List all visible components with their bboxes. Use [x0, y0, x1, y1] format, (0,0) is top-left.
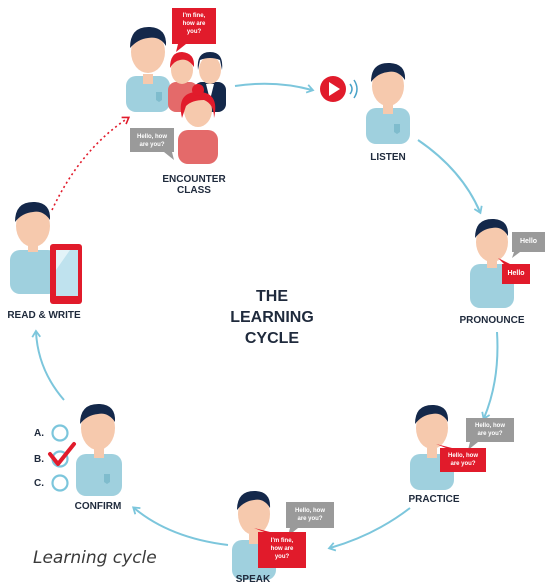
- bubble-practice-gray: Hello, how are you?: [466, 422, 514, 438]
- arrow-speak-to-confirm: [131, 506, 229, 546]
- listen-group: [320, 62, 410, 144]
- bubble-text: are you?: [450, 461, 476, 467]
- person-encounter-man: [126, 26, 170, 112]
- figure-caption: Learning cycle: [33, 548, 157, 568]
- stage-label-text: ENCOUNTER: [162, 174, 226, 185]
- stage-label-listen: LISTEN: [370, 152, 406, 163]
- bubble-text: Hello, how: [295, 508, 325, 514]
- bubble-encounter-gray: Hello, how are you?: [130, 133, 174, 149]
- person-read-write: [10, 201, 58, 294]
- stage-label-pronounce: PRONOUNCE: [459, 315, 525, 326]
- arrow-practice-to-speak: [327, 507, 411, 552]
- stage-label-confirm: CONFIRM: [74, 501, 122, 512]
- stage-label-encounter: ENCOUNTER CLASS: [154, 174, 234, 196]
- quiz-option-c: C.: [34, 478, 44, 489]
- arrow-confirm-to-read: [31, 329, 65, 401]
- stage-label-read-write: READ & WRITE: [7, 310, 81, 321]
- arrow-listen-to-pronounce: [417, 139, 483, 215]
- bubble-text: I'm fine,: [182, 13, 206, 19]
- bubble-text: are you?: [139, 142, 165, 148]
- bubble-text: I'm fine,: [270, 538, 294, 544]
- center-title-line: THE: [256, 288, 288, 305]
- person-confirm: [76, 403, 122, 496]
- bubble-pronounce-gray: Hello: [519, 238, 538, 245]
- tablet-icon: [50, 244, 82, 304]
- pronounce-group: [470, 218, 545, 308]
- stage-label-practice: PRACTICE: [408, 494, 460, 505]
- bubble-pronounce-red: Hello: [507, 270, 525, 277]
- bubble-text: Hello, how: [137, 134, 167, 140]
- sound-wave-icon: [349, 79, 358, 99]
- person-listen: [366, 62, 410, 144]
- option-a-circle: [51, 424, 69, 442]
- speak-group: [232, 490, 334, 580]
- bubble-text: how are: [182, 21, 206, 27]
- bubble-practice-red: Hello, how are you?: [440, 452, 486, 468]
- stage-label-text: CLASS: [177, 185, 211, 196]
- bubble-text: how are: [270, 546, 294, 552]
- bubble-encounter-red: I'm fine, how are you?: [172, 12, 216, 36]
- checkmark-icon: [48, 442, 76, 466]
- arrow-pronounce-to-practice: [481, 331, 499, 421]
- bubble-text: Hello, how: [448, 453, 478, 459]
- bubble-text: Hello, how: [475, 423, 505, 429]
- confirm-group: [48, 403, 122, 496]
- quiz-option-a: A.: [34, 428, 44, 439]
- bubble-speak-red: I'm fine, how are you?: [258, 537, 306, 561]
- bubble-speak-gray: Hello, how are you?: [286, 507, 334, 523]
- center-title-line: CYCLE: [244, 330, 300, 347]
- bubble-text: are you?: [477, 431, 503, 437]
- practice-group: [410, 404, 514, 490]
- stage-label-speak: SPEAK: [235, 574, 271, 585]
- encounter-group: [126, 8, 226, 164]
- bubble-text: you?: [274, 554, 290, 560]
- person-encounter-woman-front: [178, 84, 218, 164]
- arrow-encounter-to-listen: [234, 82, 315, 94]
- center-title: THE LEARNING CYCLE: [212, 286, 332, 349]
- center-title-line: LEARNING: [230, 309, 314, 326]
- quiz-option-b: B.: [34, 454, 44, 465]
- read-write-group: [10, 201, 82, 304]
- arrow-read-to-encounter: [51, 116, 131, 211]
- option-c-circle: [51, 474, 69, 492]
- bubble-text: you?: [186, 29, 202, 35]
- bubble-text: are you?: [297, 516, 323, 522]
